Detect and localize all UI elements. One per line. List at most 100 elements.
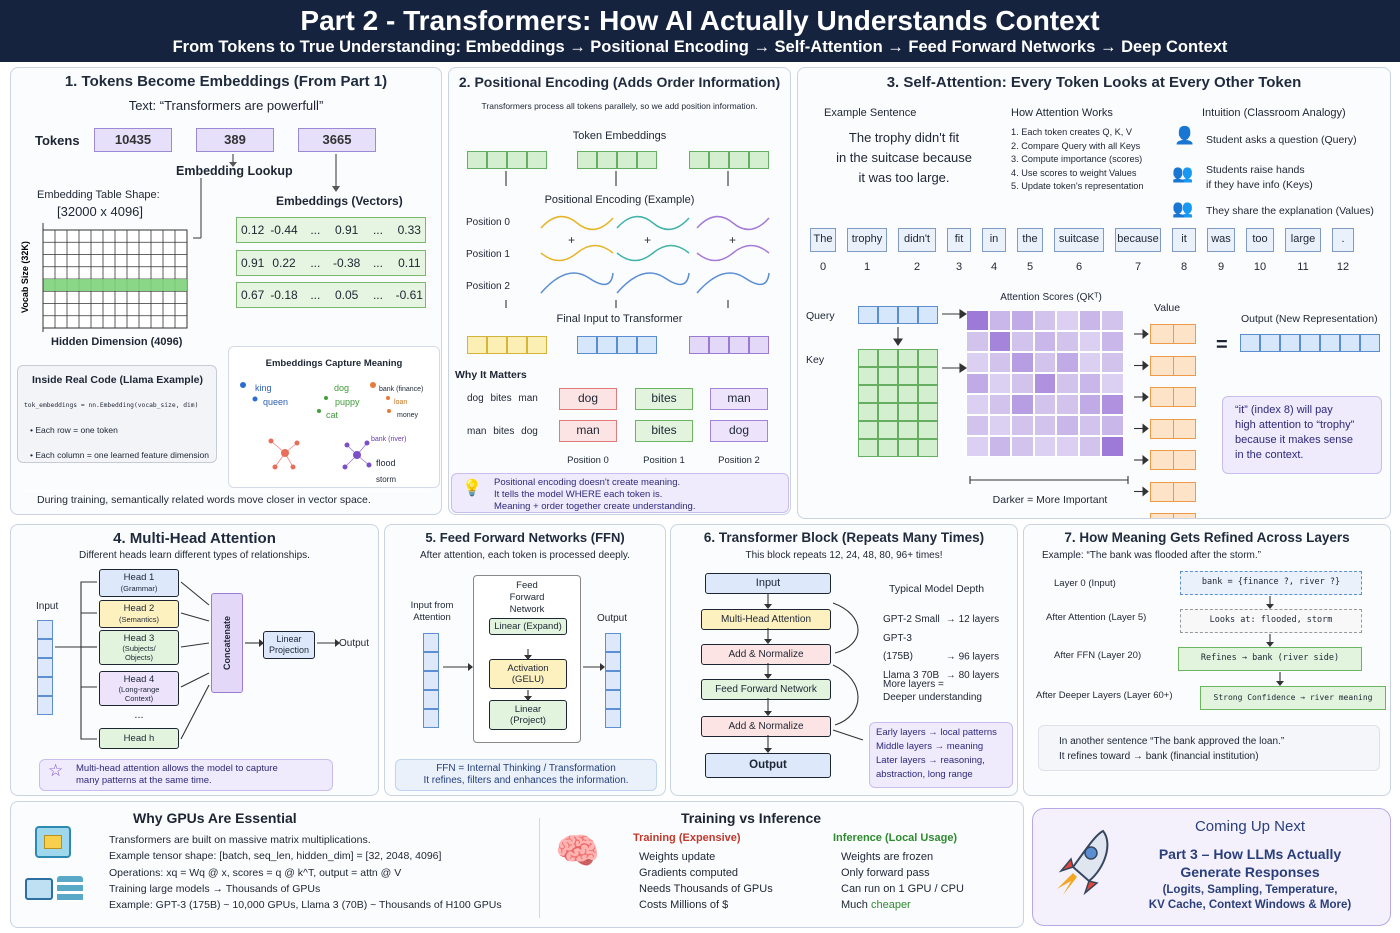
word-puppy: puppy xyxy=(335,397,360,407)
heatmap-cell xyxy=(1033,415,1056,436)
svg-text:+: + xyxy=(729,233,736,247)
head-box: Head h xyxy=(99,728,179,749)
layer-box: bank = {finance ?, river ?} xyxy=(1180,571,1362,595)
ffn-output-label: Output xyxy=(597,613,628,624)
key-cell xyxy=(858,349,878,367)
training-label: Training (Expensive) xyxy=(633,832,741,844)
heatmap-cell xyxy=(988,373,1011,394)
table-shape-label: Embedding Table Shape: xyxy=(37,189,160,201)
coming-title: Coming Up Next xyxy=(1194,818,1306,835)
key-cell xyxy=(898,403,918,421)
intuition-line: if they have info (Keys) xyxy=(1206,179,1313,191)
heatmap-cell xyxy=(1056,352,1079,373)
attention-heatmap xyxy=(966,310,1124,457)
panel-embeddings: 1. Tokens Become Embeddings (From Part 1… xyxy=(10,67,442,515)
panel-coming-up: Coming Up Next Part 3 – How LLMs Actuall… xyxy=(1032,808,1391,926)
training-title: Training vs Inference xyxy=(681,810,822,826)
students-icon: 👥 xyxy=(1172,164,1194,183)
p2-intro: Transformers process all tokens parallel… xyxy=(481,101,758,111)
token-embedding-strip xyxy=(577,151,657,169)
token-chip: The xyxy=(810,228,836,252)
example-label: Example Sentence xyxy=(824,107,917,119)
key-matrix xyxy=(858,349,938,457)
intuition-label: Intuition (Classroom Analogy) xyxy=(1202,107,1346,119)
bullet: • Each column = one learned feature dime… xyxy=(30,450,209,460)
brain-icon: 🧠 xyxy=(555,830,600,871)
ffn-arrows xyxy=(443,649,605,701)
heatmap-cell xyxy=(1056,415,1079,436)
embedding-table-svg: Vocab Size (32K) xyxy=(20,154,431,492)
gpu-chip-icon xyxy=(35,826,71,858)
heatmap-cell xyxy=(988,436,1011,457)
key-cell xyxy=(898,421,918,439)
word-queen: queen xyxy=(263,397,289,407)
token-index: 0 xyxy=(819,261,827,273)
intuition-line: Students raise hands xyxy=(1206,164,1305,176)
star-icon: ☆ xyxy=(48,761,64,780)
output-label: Output xyxy=(339,638,370,649)
layer-label: After FFN (Layer 20) xyxy=(1054,650,1142,661)
ffn-input-stack xyxy=(423,633,439,728)
key-cell xyxy=(878,349,898,367)
token-index: 5 xyxy=(1026,261,1034,273)
p4-sub: Different heads learn different types of… xyxy=(79,550,310,561)
input-label: Input xyxy=(36,601,59,612)
p1-footer: During training, semantically related wo… xyxy=(37,494,371,506)
depth-table: GPT-2 Small → 12 layers GPT-3 (175B) → 9… xyxy=(883,614,1000,681)
key-cell xyxy=(918,385,938,403)
panel-title: 5. Feed Forward Networks (FFN) xyxy=(425,530,625,545)
heatmap-cell xyxy=(1033,310,1056,331)
p5-note: FFN = Internal Thinking / Transformation… xyxy=(395,759,657,791)
key-cell xyxy=(918,367,938,385)
word-bank-river: bank (river) xyxy=(371,436,407,443)
attention-arrows xyxy=(892,308,1149,518)
pe-label: Positional Encoding (Example) xyxy=(544,194,695,206)
heatmap-cell xyxy=(988,415,1011,436)
heatmap-cell xyxy=(988,310,1011,331)
heatmap-cell xyxy=(1011,310,1034,331)
key-cell xyxy=(918,349,938,367)
key-cell xyxy=(898,349,918,367)
ffn-input-label: Input from Attention xyxy=(410,600,454,623)
plain-sentence: man bites dog xyxy=(467,426,538,437)
heatmap-cell xyxy=(1078,373,1101,394)
server-icon xyxy=(57,876,83,902)
meaning-title: Embeddings Capture Meaning xyxy=(265,358,403,369)
word-box: dog xyxy=(559,388,617,410)
heatmap-cell xyxy=(966,436,989,457)
student-icon: 👤 xyxy=(1174,126,1196,145)
position-caption: Position 2 xyxy=(718,455,760,466)
word-cat: cat xyxy=(326,410,339,420)
why-label: Why It Matters xyxy=(455,369,527,381)
equals-sign: = xyxy=(1216,334,1228,356)
token-index: 6 xyxy=(1075,261,1083,273)
activation-box: Activation (GELU) xyxy=(489,659,567,689)
coming-details: (Logits, Sampling, Temperature,KV Cache,… xyxy=(1148,884,1352,911)
block-mha: Multi-Head Attention xyxy=(701,609,831,630)
panel-title: 7. How Meaning Gets Refined Across Layer… xyxy=(1064,530,1350,545)
layer-label: Layer 0 (Input) xyxy=(1054,578,1116,589)
cluster-dots xyxy=(240,382,391,470)
note-line: Meaning + order together create understa… xyxy=(494,501,696,512)
heatmap-cell xyxy=(1011,394,1034,415)
heatmap-cell xyxy=(1056,373,1079,394)
gpu-card-icon xyxy=(25,878,53,900)
code-box: Inside Real Code (Llama Example) tok_emb… xyxy=(17,365,217,463)
heatmap-cell xyxy=(1101,310,1124,331)
rocket-icon xyxy=(1057,829,1109,896)
mha-arrows xyxy=(55,581,340,740)
heatmap-cell xyxy=(1078,415,1101,436)
token-index: 10 xyxy=(1253,261,1267,273)
token-chip: the xyxy=(1017,228,1043,252)
key-cell xyxy=(878,367,898,385)
heatmap-cell xyxy=(966,394,989,415)
layer-box: Looks at: flooded, storm xyxy=(1180,609,1362,633)
p7-note: In another sentence “The bank approved t… xyxy=(1038,725,1380,771)
key-cell xyxy=(878,439,898,457)
word-storm: storm xyxy=(376,475,396,484)
